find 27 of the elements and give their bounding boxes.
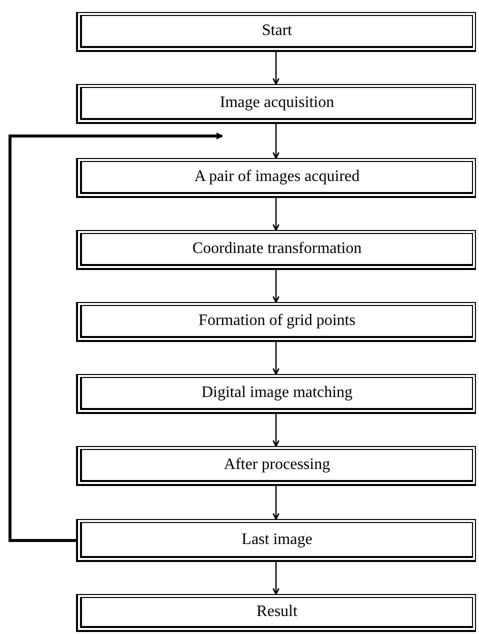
arrow <box>272 414 280 447</box>
process-box <box>76 12 476 52</box>
arrow <box>8 132 223 542</box>
arrow <box>272 52 280 85</box>
process-box <box>76 446 476 486</box>
process-box <box>76 302 476 342</box>
arrow <box>272 124 280 159</box>
arrow <box>272 198 280 231</box>
box-label: Result <box>256 603 298 621</box>
process-box <box>76 374 476 414</box>
process-box <box>76 519 476 562</box>
process-box <box>76 594 476 632</box>
box-label: Digital image matching <box>201 384 353 402</box>
arrow <box>272 342 280 375</box>
box-label: Last image <box>242 530 312 548</box>
box-label: After processing <box>224 456 330 474</box>
box-label: A pair of images acquired <box>194 168 360 186</box>
arrow <box>272 562 280 595</box>
box-label: Formation of grid points <box>198 312 356 330</box>
process-box <box>76 230 476 270</box>
box-label: Coordinate transformation <box>192 240 362 258</box>
process-box <box>76 158 476 198</box>
arrow <box>272 270 280 303</box>
box-label: Start <box>262 22 292 40</box>
arrow <box>272 486 280 520</box>
process-box <box>76 84 476 124</box>
box-label: Image acquisition <box>220 94 334 112</box>
